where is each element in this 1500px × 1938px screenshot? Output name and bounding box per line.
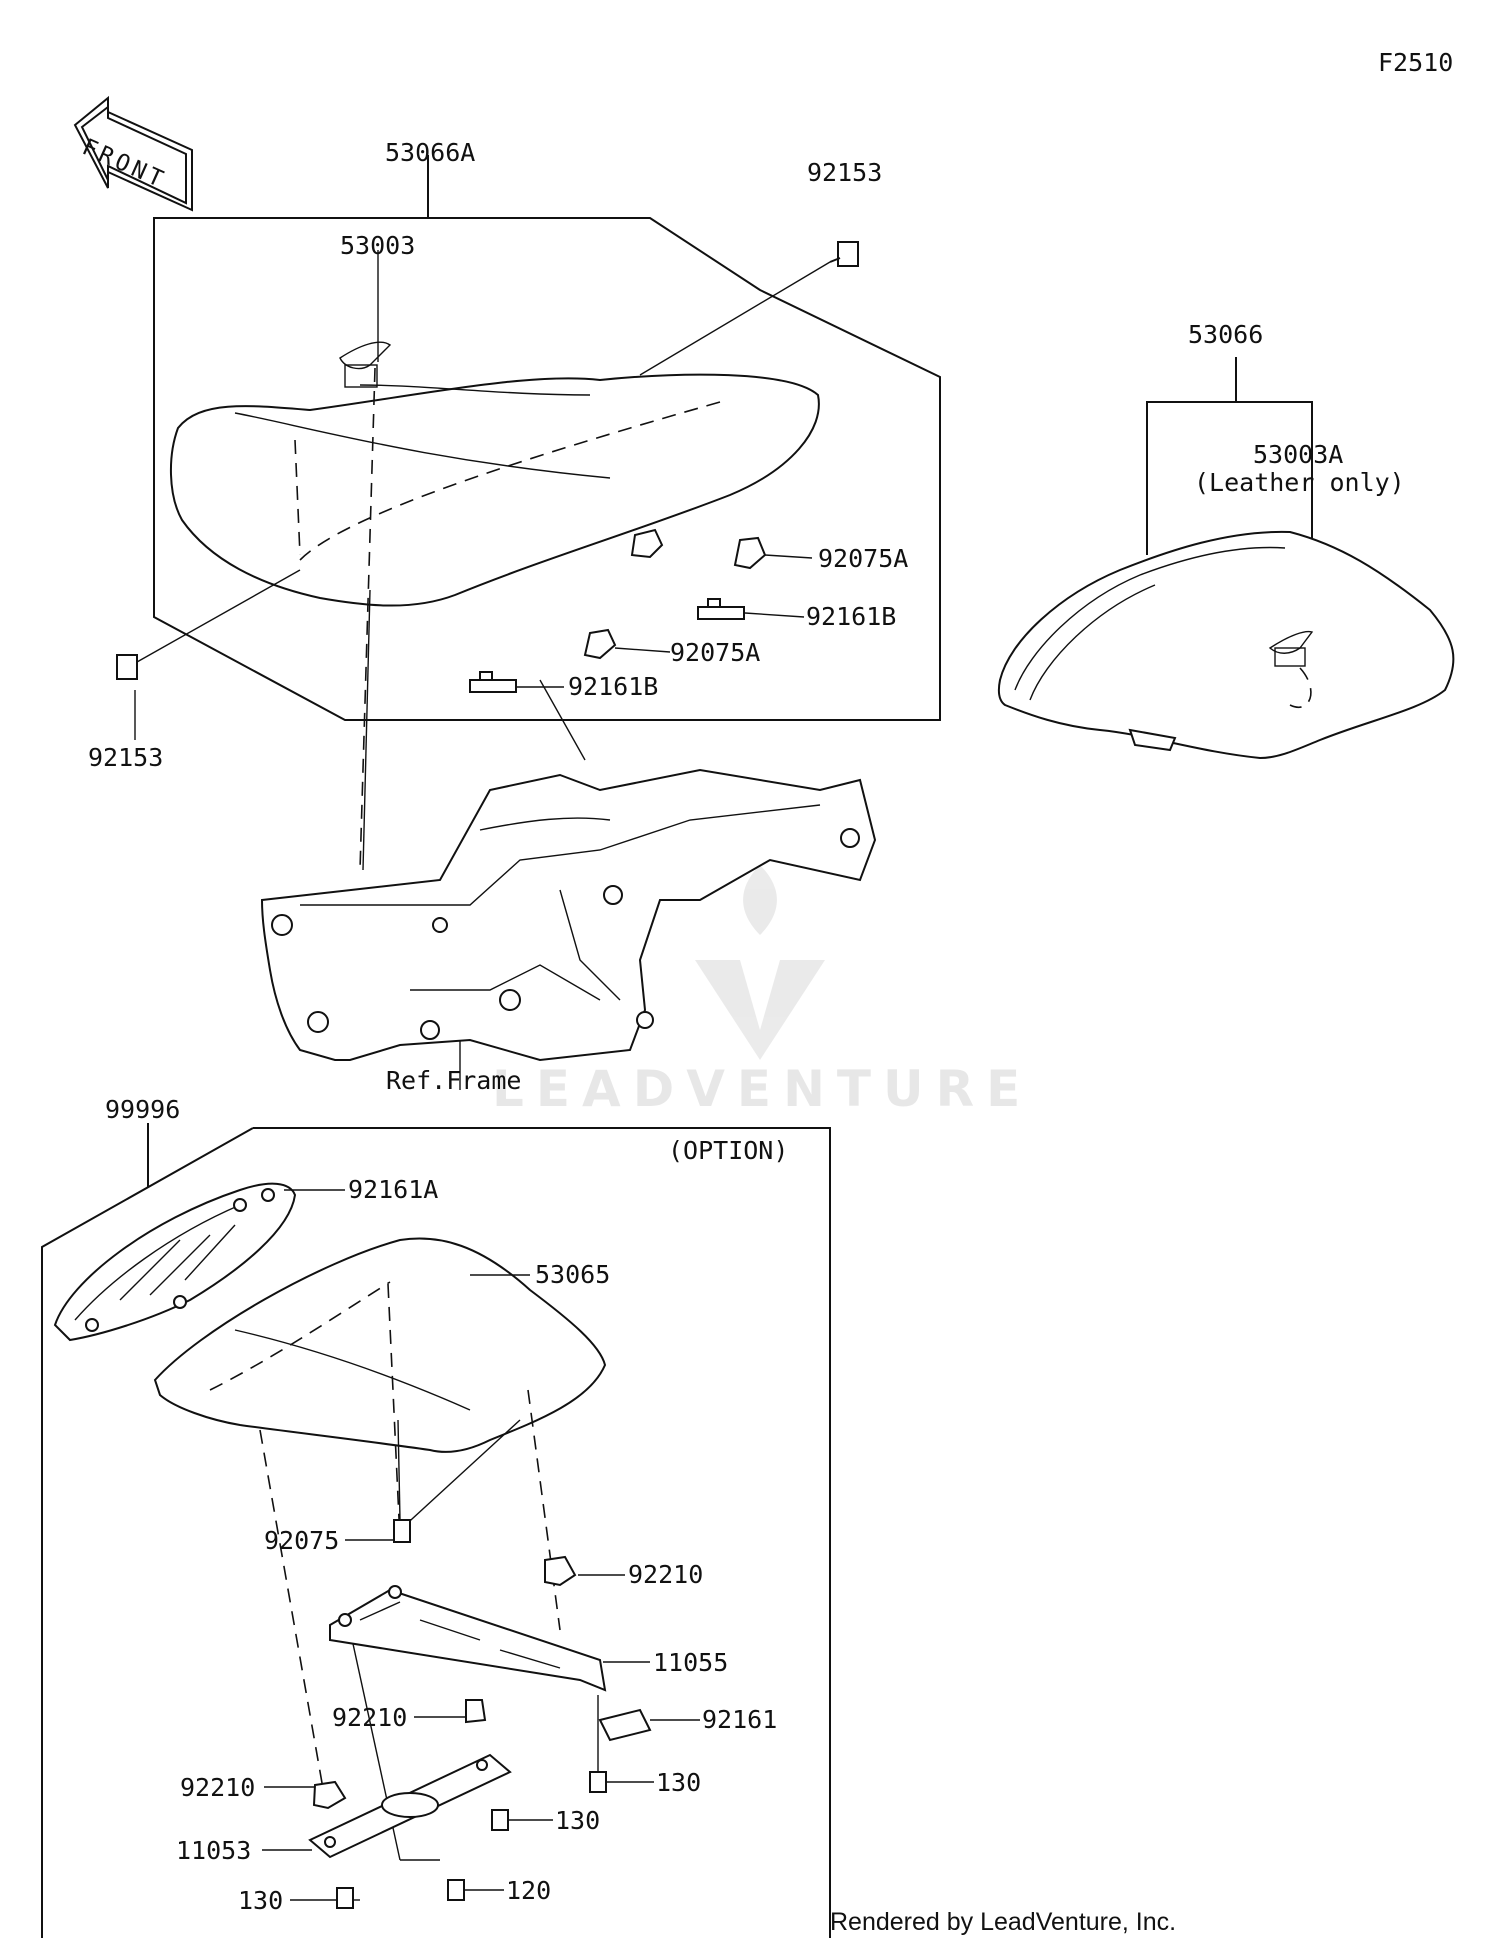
bolt-130-right-drawing: [589, 1695, 654, 1793]
seat-assy-a-group-outline: [153, 155, 941, 721]
front-seat-drawing: [170, 341, 820, 693]
callout-92161[interactable]: 92161: [702, 1705, 778, 1734]
damper-92075-drawing: [345, 1519, 411, 1543]
diagram-code: F2510: [1378, 48, 1454, 77]
callout-92210-lower[interactable]: 92210: [180, 1773, 256, 1802]
bolt-92153-left-drawing: [116, 569, 301, 680]
callout-130-right[interactable]: 130: [656, 1768, 702, 1797]
callout-53003[interactable]: 53003: [340, 231, 416, 260]
callout-92075[interactable]: 92075: [264, 1526, 340, 1555]
option-group-outline: [41, 1123, 831, 1938]
ref-frame-label: Ref.Frame: [386, 1066, 522, 1095]
callout-92161a[interactable]: 92161A: [348, 1175, 439, 1204]
credit-text: Rendered by LeadVenture, Inc.: [830, 1908, 1177, 1936]
nut-92210-middle-drawing: [414, 1699, 487, 1724]
seat-cover-drawing: [153, 1237, 607, 1453]
option-label: (OPTION): [668, 1136, 789, 1165]
front-arrow-icon: [73, 95, 193, 212]
callout-120[interactable]: 120: [506, 1876, 552, 1905]
bolt-130-middle-drawing: [491, 1809, 553, 1831]
bracket-11053-drawing: [262, 1753, 512, 1859]
hook-92161-drawing: [598, 1708, 700, 1742]
seat-cowl-drawing: [53, 1182, 345, 1342]
nut-92210-upper-drawing: [544, 1555, 625, 1587]
callout-92153-right[interactable]: 92153: [807, 158, 883, 187]
callout-11055[interactable]: 11055: [653, 1648, 729, 1677]
callout-53065[interactable]: 53065: [535, 1260, 611, 1289]
watermark-logo-icon: [695, 865, 825, 1060]
nut-92210-lower-drawing: [264, 1780, 347, 1810]
pillion-seat-drawing: [997, 530, 1455, 760]
bolt-92153-right-drawing: [639, 241, 859, 376]
callout-92075a-center[interactable]: 92075A: [670, 638, 761, 667]
callout-53003a[interactable]: 53003A: [1253, 440, 1344, 469]
bolt-130-left-drawing: [290, 1887, 354, 1909]
callout-92153-left[interactable]: 92153: [88, 743, 164, 772]
callout-130-left[interactable]: 130: [238, 1886, 284, 1915]
callout-130-middle[interactable]: 130: [555, 1806, 601, 1835]
callout-92210-middle[interactable]: 92210: [332, 1703, 408, 1732]
rear-frame-drawing: [260, 768, 877, 1090]
callout-92161b-center[interactable]: 92161B: [568, 672, 659, 701]
pillion-seat-assy-group: [1146, 357, 1313, 600]
callout-53066[interactable]: 53066: [1188, 320, 1264, 349]
leather-only-note: (Leather only): [1194, 468, 1405, 497]
bolt-120-drawing: [447, 1879, 504, 1901]
watermark-text: LEADVENTURE: [492, 1060, 1033, 1118]
callout-92161b-right[interactable]: 92161B: [806, 602, 897, 631]
callout-11053[interactable]: 11053: [176, 1836, 252, 1865]
callout-92210-upper[interactable]: 92210: [628, 1560, 704, 1589]
callout-53066a[interactable]: 53066A: [385, 138, 476, 167]
callout-99996[interactable]: 99996: [105, 1095, 181, 1124]
bracket-11055-drawing: [329, 1585, 650, 1692]
callout-92075a-right[interactable]: 92075A: [818, 544, 909, 573]
